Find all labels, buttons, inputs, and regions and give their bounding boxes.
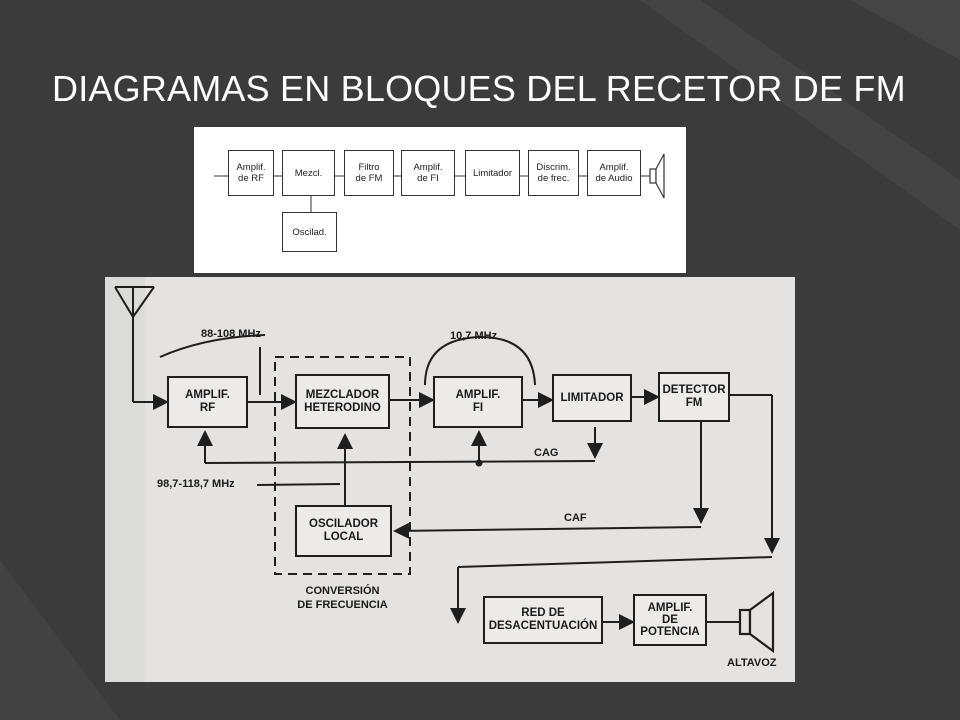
block-mezcl: Mezcl. — [282, 150, 335, 196]
bottom-block-diagram: AMPLIF. RF MEZCLADOR HETERODINO AMPLIF. … — [105, 277, 795, 682]
label-altavoz: ALTAVOZ — [727, 657, 777, 669]
block-amplif-de-potencia: AMPLIF. DE POTENCIA — [633, 594, 707, 646]
label-fi-band: 10,7 MHz — [450, 330, 498, 342]
block-amplif-de-fi: Amplif. de FI — [401, 150, 455, 196]
block-amplif-de-audio: Amplif. de Audio — [587, 150, 641, 196]
label-osc-band: 98,7-118,7 MHz — [157, 478, 235, 490]
label-rf-band: 88-108 MHz — [201, 328, 261, 340]
block-limitador: LIMITADOR — [552, 374, 632, 422]
block-amplif-fi: AMPLIF. FI — [433, 376, 523, 428]
bottom-diagram-connectors — [105, 277, 780, 682]
block-amplif-rf: AMPLIF. RF — [167, 376, 248, 428]
label-cag: CAG — [534, 447, 559, 459]
antenna-icon — [114, 286, 155, 402]
block-limitador: Limitador — [465, 150, 520, 196]
top-speaker-icon — [649, 153, 665, 199]
block-detector-fm: DETECTOR FM — [658, 372, 730, 422]
label-conversion-de-frecuencia: CONVERSIÓN DE FRECUENCIA — [297, 585, 388, 611]
block-red-de-desacentuacion: RED DE DESACENTUACIÓN — [483, 596, 603, 644]
block-oscilad: Oscilad. — [282, 212, 337, 252]
block-mezclador-heterodino: MEZCLADOR HETERODINO — [295, 374, 390, 429]
top-block-diagram: Amplif. de RF Mezcl. Filtro de FM Amplif… — [194, 127, 686, 273]
top-diagram-connectors — [214, 153, 665, 212]
block-discrim-de-frec: Discrim. de frec. — [528, 150, 579, 196]
speaker-icon — [738, 590, 775, 654]
block-amplif-de-rf: Amplif. de RF — [228, 150, 274, 196]
block-filtro-de-fm: Filtro de FM — [344, 150, 394, 196]
label-caf: CAF — [564, 512, 587, 524]
slide-title: DIAGRAMAS EN BLOQUES DEL RECETOR DE FM — [52, 68, 906, 109]
block-oscilador-local: OSCILADOR LOCAL — [295, 505, 392, 557]
